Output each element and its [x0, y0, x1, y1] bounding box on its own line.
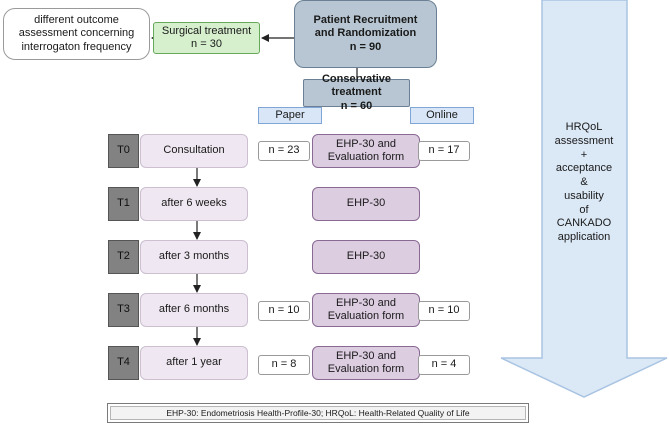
- online-count-t0: n = 17: [418, 141, 470, 161]
- ehp-line: Evaluation form: [327, 310, 405, 322]
- surgical-treatment-n: n = 30: [191, 38, 222, 50]
- ehp-box-t4: EHP-30 and Evaluation form: [312, 346, 420, 380]
- outcome-assessment-text: different outcome assessment concerning …: [18, 14, 135, 53]
- hrqol-line: of: [579, 203, 589, 216]
- count-value: n = 10: [428, 304, 460, 317]
- hrqol-line: usability: [564, 189, 604, 202]
- online-label: Online: [426, 108, 458, 121]
- ehp-line: EHP-30 and: [336, 349, 396, 362]
- online-count-t3: n = 10: [418, 301, 470, 321]
- count-value: n = 17: [428, 144, 460, 157]
- hrqol-line: &: [580, 176, 588, 189]
- event-t3: after 6 months: [140, 293, 248, 327]
- paper-count-t0: n = 23: [258, 141, 310, 161]
- ehp-line: Evaluation form: [327, 151, 405, 163]
- timepoint-label: T4: [117, 356, 130, 369]
- ehp-line: EHP-30: [346, 197, 386, 210]
- timepoint-t4: T4: [108, 346, 139, 380]
- paper-label: Paper: [275, 108, 305, 121]
- ehp-line: EHP-30: [346, 250, 386, 263]
- online-label-box: Online: [410, 107, 474, 124]
- hrqol-line: assessment: [554, 134, 614, 147]
- paper-count-t4: n = 8: [258, 355, 310, 375]
- ehp-box-t2: EHP-30: [312, 240, 420, 274]
- timepoint-t3: T3: [108, 293, 139, 327]
- event-t4: after 1 year: [140, 346, 248, 380]
- conservative-treatment-n: n = 60: [340, 99, 373, 112]
- ehp-box-t0: EHP-30 and Evaluation form: [312, 134, 420, 168]
- event-t1: after 6 weeks: [140, 187, 248, 221]
- timepoint-label: T0: [117, 144, 130, 157]
- hrqol-arrow: [500, 0, 668, 398]
- ehp-line: Evaluation form: [327, 363, 405, 375]
- hrqol-line: application: [557, 231, 611, 244]
- recruitment-box: Patient Recruitment and Randomization n …: [294, 0, 437, 68]
- timepoint-t2: T2: [108, 240, 139, 274]
- recruitment-label: Patient Recruitment and Randomization: [313, 14, 418, 40]
- surgical-treatment-box: Surgical treatment n = 30: [153, 22, 260, 54]
- event-t0: Consultation: [140, 134, 248, 168]
- event-label: after 3 months: [158, 250, 230, 263]
- timepoint-label: T2: [117, 250, 130, 263]
- event-label: after 6 months: [158, 303, 230, 316]
- conservative-treatment-label: Conservative treatment: [321, 73, 392, 99]
- count-value: n = 4: [431, 358, 457, 371]
- paper-label-box: Paper: [258, 107, 322, 124]
- ehp-line: EHP-30 and: [336, 137, 396, 150]
- event-label: after 1 year: [166, 356, 222, 369]
- timepoint-t1: T1: [108, 187, 139, 221]
- ehp-box-t3: EHP-30 and Evaluation form: [312, 293, 420, 327]
- timepoint-t0: T0: [108, 134, 139, 168]
- hrqol-line: acceptance: [555, 162, 613, 175]
- hrqol-arrow-text: HRQoL assessment + acceptance & usabilit…: [547, 118, 621, 248]
- abbreviation-legend: EHP-30: Endometriosis Health-Profile-30;…: [107, 403, 529, 423]
- event-label: after 6 weeks: [161, 197, 227, 210]
- timepoint-label: T1: [117, 197, 130, 210]
- hrqol-line: +: [580, 148, 588, 161]
- surgical-treatment-label: Surgical treatment: [161, 24, 252, 37]
- ehp-line: EHP-30 and: [336, 296, 396, 309]
- paper-count-t3: n = 10: [258, 301, 310, 321]
- event-t2: after 3 months: [140, 240, 248, 274]
- count-value: n = 23: [268, 144, 300, 157]
- count-value: n = 10: [268, 304, 300, 317]
- legend-text: EHP-30: Endometriosis Health-Profile-30;…: [166, 407, 470, 418]
- hrqol-line: HRQoL: [565, 121, 603, 134]
- count-value: n = 8: [271, 358, 297, 371]
- event-label: Consultation: [163, 144, 225, 157]
- ehp-box-t1: EHP-30: [312, 187, 420, 221]
- outcome-assessment-box: different outcome assessment concerning …: [3, 8, 150, 60]
- hrqol-line: CANKADO: [556, 217, 612, 230]
- recruitment-n: n = 90: [349, 40, 382, 53]
- timepoint-label: T3: [117, 303, 130, 316]
- conservative-treatment-box: Conservative treatment n = 60: [303, 73, 410, 112]
- online-count-t4: n = 4: [418, 355, 470, 375]
